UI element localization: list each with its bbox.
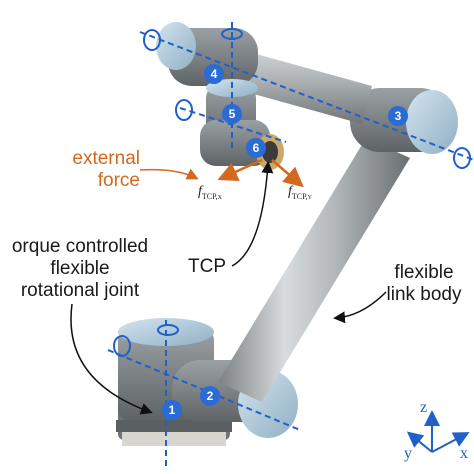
force-arrow-y (271, 159, 304, 188)
leader-lines (70, 161, 387, 415)
force-x-subscript: TCP,x (201, 191, 223, 201)
flexible-link-line2: link body (386, 284, 462, 305)
flexible-joint-line1: orque controlled (11, 236, 149, 257)
joint-4-housing (156, 22, 258, 86)
flexible-link-label: flexible link body (376, 262, 472, 306)
flexible-link-line1: flexible (394, 262, 454, 283)
flexible-joint-line2: flexible (50, 258, 110, 279)
force-x-symbol: f (198, 184, 202, 199)
lower-link-body (218, 138, 410, 402)
force-arrows (139, 158, 304, 188)
external-force-line1: external (72, 148, 140, 169)
axis-label-z: z (420, 399, 427, 416)
joint-badge-5: 5 (222, 104, 242, 124)
rotation-arrows (113, 28, 471, 357)
external-force-label: external force (40, 148, 140, 192)
external-force-line2: force (97, 170, 140, 191)
axis-label-x: x (460, 445, 468, 462)
svg-text:6: 6 (253, 141, 260, 155)
joint-badge-1: 1 (162, 400, 182, 420)
rotation-icon-3 (453, 147, 471, 169)
joint-badges: 1 2 3 4 5 6 (162, 64, 408, 420)
joint-badge-6: 6 (246, 138, 266, 158)
joint-leader (70, 303, 153, 415)
force-y-subscript: TCP,y (291, 191, 313, 201)
coordinate-labels: z y x (404, 399, 468, 462)
svg-text:2: 2 (207, 389, 214, 403)
tcp-leader (231, 161, 274, 267)
x-axis-arrow (431, 432, 470, 453)
flexible-joint-label: orque controlled flexible rotational joi… (0, 236, 160, 302)
force-arrow-x (217, 158, 263, 181)
svg-text:5: 5 (229, 107, 236, 121)
y-axis-arrow (406, 431, 433, 453)
joint-badge-2: 2 (200, 386, 220, 406)
tcp-label: TCP (188, 256, 226, 277)
force-y-label: fTCP,y (288, 184, 312, 201)
flexible-joint-line3: rotational joint (20, 280, 140, 301)
svg-text:4: 4 (211, 67, 218, 81)
rotation-icon-5 (175, 99, 193, 121)
axis-label-y: y (404, 445, 412, 462)
rotation-icon-2 (113, 335, 131, 357)
link-leader (333, 291, 387, 324)
rotation-icon-1 (157, 324, 179, 336)
svg-text:3: 3 (395, 109, 402, 123)
rotation-icon-4 (221, 28, 243, 40)
external-force-leader (139, 168, 199, 180)
rotation-icon-3a (143, 29, 161, 51)
axis-joint-5 (179, 107, 287, 143)
joint-badge-4: 4 (204, 64, 224, 84)
force-y-symbol: f (288, 184, 292, 199)
force-x-label: fTCP,x (198, 184, 222, 201)
svg-text:1: 1 (169, 403, 176, 417)
joint-badge-3: 3 (388, 106, 408, 126)
coordinate-frame (406, 410, 470, 453)
